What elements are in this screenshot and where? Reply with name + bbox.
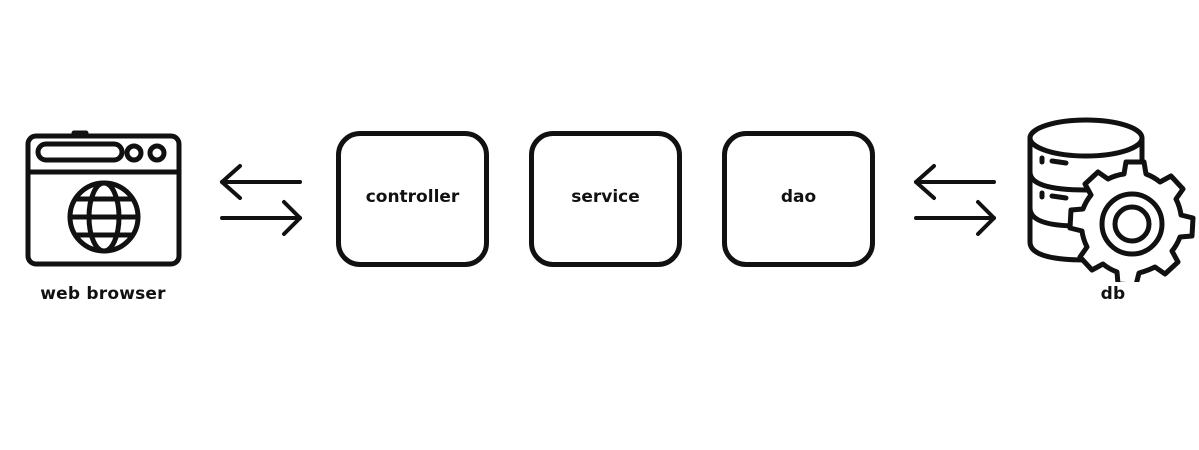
controller-box: controller [336,131,489,267]
node-label-web-browser: web browser [40,284,166,304]
node-label-controller: controller [365,187,460,207]
node-label-service: service [571,187,640,207]
database-gear-icon [1027,117,1196,282]
web-browser-icon [25,130,182,267]
node-label-dao: dao [780,187,817,207]
node-label-db: db [1100,284,1126,304]
bidirectional-arrows-right [914,164,996,236]
service-box: service [529,131,682,267]
bidirectional-arrows-left [220,164,302,236]
dao-box: dao [722,131,875,267]
